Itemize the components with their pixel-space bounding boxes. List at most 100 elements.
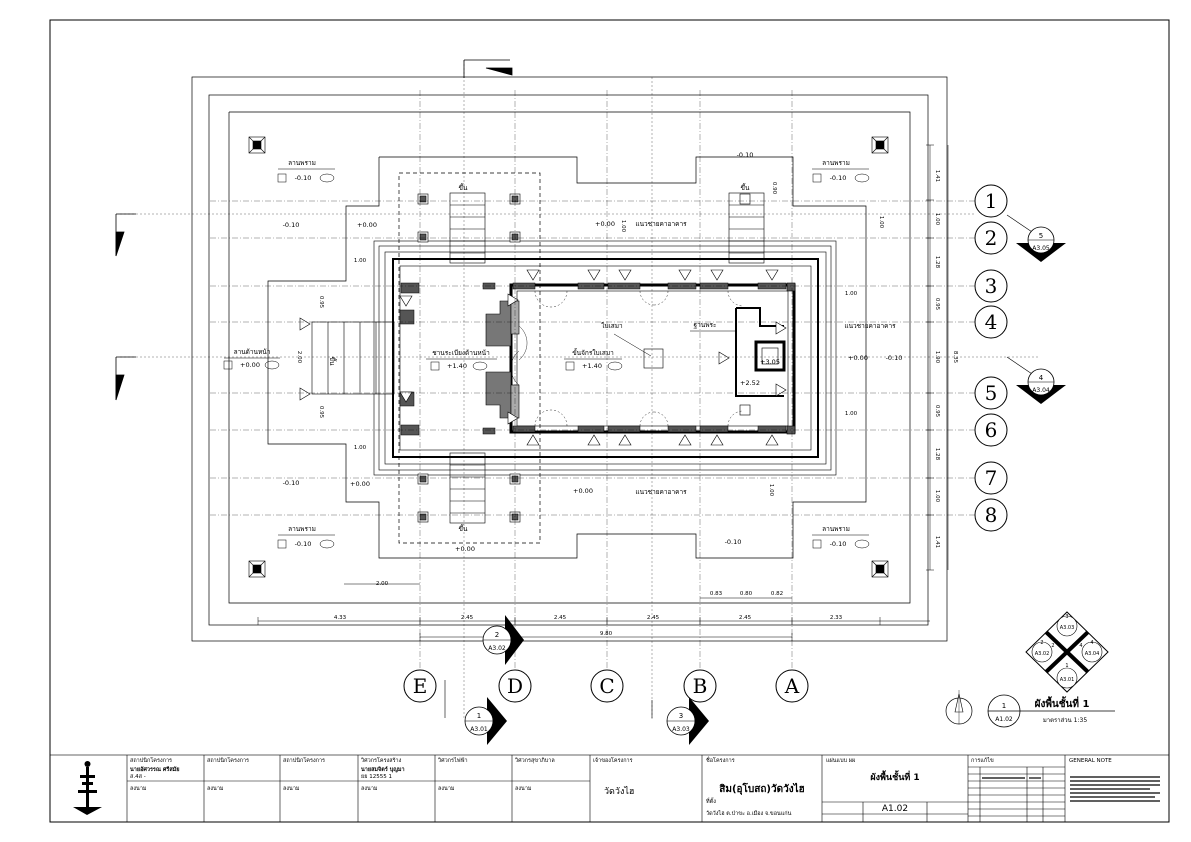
altar-blocks	[485, 300, 520, 419]
svg-text:1: 1	[1002, 702, 1006, 710]
section-marker-5: 5 A3.05	[1006, 214, 1066, 262]
grid-bubble-row-7: 7	[974, 461, 1008, 495]
level-labels: -0.10 +0.00 +0.00 -0.10 +0.00 -0.10 -0.1…	[283, 151, 903, 553]
svg-text:แนวชายคาอาคาร: แนวชายคาอาคาร	[635, 488, 687, 496]
svg-text:ขึ้น: ขึ้น	[459, 183, 468, 192]
svg-text:0.95: 0.95	[934, 298, 940, 311]
grid-bubble-row-2: 2	[974, 221, 1008, 255]
svg-text:ขึ้น: ขึ้น	[328, 357, 337, 366]
svg-text:4: 4	[1090, 640, 1093, 646]
svg-text:D: D	[507, 674, 523, 698]
svg-text:ลานพราม: ลานพราม	[822, 159, 850, 167]
svg-text:1.00: 1.00	[845, 291, 858, 297]
svg-text:1.00: 1.00	[354, 445, 367, 451]
svg-text:ชานระเบียงด้านหน้า: ชานระเบียงด้านหน้า	[432, 349, 490, 357]
svg-text:ลงนาม: ลงนาม	[438, 786, 455, 792]
svg-text:2: 2	[985, 226, 998, 250]
svg-text:2.45: 2.45	[739, 615, 752, 621]
svg-text:สถาปนิกโครงการ: สถาปนิกโครงการ	[207, 756, 249, 764]
section-marker-3: 3 A3.03	[651, 697, 709, 745]
svg-text:7: 7	[985, 466, 998, 490]
svg-text:A3.03: A3.03	[1060, 625, 1075, 631]
building-walls	[373, 240, 837, 476]
svg-text:วัดวังไฮ: วัดวังไฮ	[604, 786, 634, 797]
grid-bubble-row-5: 5	[974, 376, 1008, 410]
svg-text:2.45: 2.45	[554, 615, 567, 621]
svg-text:E: E	[413, 674, 428, 698]
svg-text:1.00: 1.00	[354, 258, 367, 264]
svg-text:C: C	[599, 674, 614, 698]
svg-text:ขั้นจักรใบเสมา: ขั้นจักรใบเสมา	[572, 348, 614, 357]
svg-text:2: 2	[1051, 643, 1054, 649]
grid-lines	[120, 60, 1040, 720]
svg-text:8.35: 8.35	[952, 351, 958, 364]
svg-text:-0.10: -0.10	[737, 151, 754, 159]
svg-text:2.45: 2.45	[461, 615, 474, 621]
svg-text:1.00: 1.00	[768, 484, 774, 497]
label-pen-chan: ขั้นจักรใบเสมา +1.40	[564, 348, 623, 371]
section-markers: 5 A3.05 4 A3.04 2 A3.02 1 A3.01	[444, 214, 1066, 745]
svg-text:-0.10: -0.10	[295, 540, 312, 548]
svg-text:0.80: 0.80	[740, 591, 753, 597]
section-marker-4: 4 A3.04	[1006, 356, 1066, 404]
svg-text:1.00: 1.00	[934, 490, 940, 503]
svg-text:ลงนาม: ลงนาม	[207, 786, 224, 792]
svg-text:0.82: 0.82	[771, 591, 783, 597]
svg-text:แนวชายคาอาคาร: แนวชายคาอาคาร	[844, 322, 896, 330]
svg-text:2.33: 2.33	[830, 615, 843, 621]
svg-text:การแก้ไข: การแก้ไข	[971, 757, 994, 764]
svg-text:1.41: 1.41	[934, 170, 940, 182]
svg-text:0.90: 0.90	[771, 182, 777, 195]
svg-text:ลงนาม: ลงนาม	[515, 786, 532, 792]
section-marker-2: 2 A3.02	[482, 615, 524, 665]
label-lan-pradaksin-se: ลานพราม -0.10	[812, 525, 870, 549]
svg-text:5: 5	[1039, 232, 1043, 240]
svg-text:ขึ้น: ขึ้น	[741, 183, 750, 192]
svg-text:ฐานพระ: ฐานพระ	[694, 321, 717, 329]
svg-text:ผังพื้นชั้นที่ 1: ผังพื้นชั้นที่ 1	[1035, 696, 1090, 710]
svg-text:ลานพราม: ลานพราม	[822, 525, 850, 533]
svg-text:2: 2	[495, 631, 499, 639]
svg-text:ใบเสมา: ใบเสมา	[601, 322, 623, 330]
svg-text:วิศวกรไฟฟ้า: วิศวกรไฟฟ้า	[437, 757, 468, 764]
svg-text:4: 4	[985, 310, 998, 334]
svg-text:0.95: 0.95	[934, 405, 940, 418]
room-labels: ลานพราม -0.10 ลานพราม -0.10 ลานพราม -0.1…	[223, 159, 896, 549]
svg-text:1.00: 1.00	[620, 220, 626, 233]
section-cut-arrows	[115, 59, 513, 401]
svg-text:สิม(อุโบสถ)วัดวังไฮ: สิม(อุโบสถ)วัดวังไฮ	[719, 782, 804, 795]
svg-text:+1.40: +1.40	[582, 362, 602, 370]
svg-text:-0.10: -0.10	[295, 174, 312, 182]
svg-text:2.00: 2.00	[376, 581, 389, 587]
svg-text:วัดวังไฮ ต.ป่าขะ อ.เมือง จ.ขอน: วัดวังไฮ ต.ป่าขะ อ.เมือง จ.ขอนแก่น	[706, 810, 792, 817]
svg-text:+0.00: +0.00	[455, 545, 475, 553]
label-chan-na: ชานระเบียงด้านหน้า +1.40	[426, 349, 497, 371]
svg-text:+2.52: +2.52	[740, 379, 760, 387]
grid-bubble-col-e: E	[403, 669, 437, 703]
grid-bubble-col-b: B	[683, 669, 717, 703]
drawing-title-marker: 1 A1.02 ผังพื้นชั้นที่ 1 มาตราส่วน 1:35	[945, 690, 1115, 728]
svg-text:ลานด้านหน้า: ลานด้านหน้า	[234, 348, 271, 356]
svg-text:A3.01: A3.01	[1060, 677, 1075, 683]
svg-text:ส.4ส -: ส.4ส -	[130, 773, 146, 780]
svg-text:มาตราส่วน 1:35: มาตราส่วน 1:35	[1043, 717, 1088, 724]
svg-text:+0.00: +0.00	[595, 220, 615, 228]
svg-text:2.45: 2.45	[647, 615, 660, 621]
svg-text:1: 1	[1065, 663, 1068, 669]
svg-text:B: B	[693, 674, 708, 698]
svg-text:ลงนาม: ลงนาม	[283, 786, 300, 792]
site-outlines	[191, 76, 948, 642]
grid-bubble-row-3: 3	[974, 269, 1008, 303]
svg-text:วิศวกรสุขาภิบาล: วิศวกรสุขาภิบาล	[514, 757, 555, 764]
svg-text:1.28: 1.28	[934, 448, 940, 461]
staircases	[311, 192, 765, 524]
title-block	[49, 754, 1170, 823]
svg-text:+0.00: +0.00	[573, 487, 593, 495]
svg-text:A3.05: A3.05	[1032, 245, 1050, 252]
grid-bubble-col-d: D	[498, 669, 532, 703]
svg-text:+3.05: +3.05	[760, 358, 780, 366]
label-lan-pradaksin-sw: ลานพราม -0.10	[277, 525, 335, 549]
svg-text:0.95: 0.95	[318, 296, 324, 309]
svg-text:1.90: 1.90	[934, 351, 940, 364]
